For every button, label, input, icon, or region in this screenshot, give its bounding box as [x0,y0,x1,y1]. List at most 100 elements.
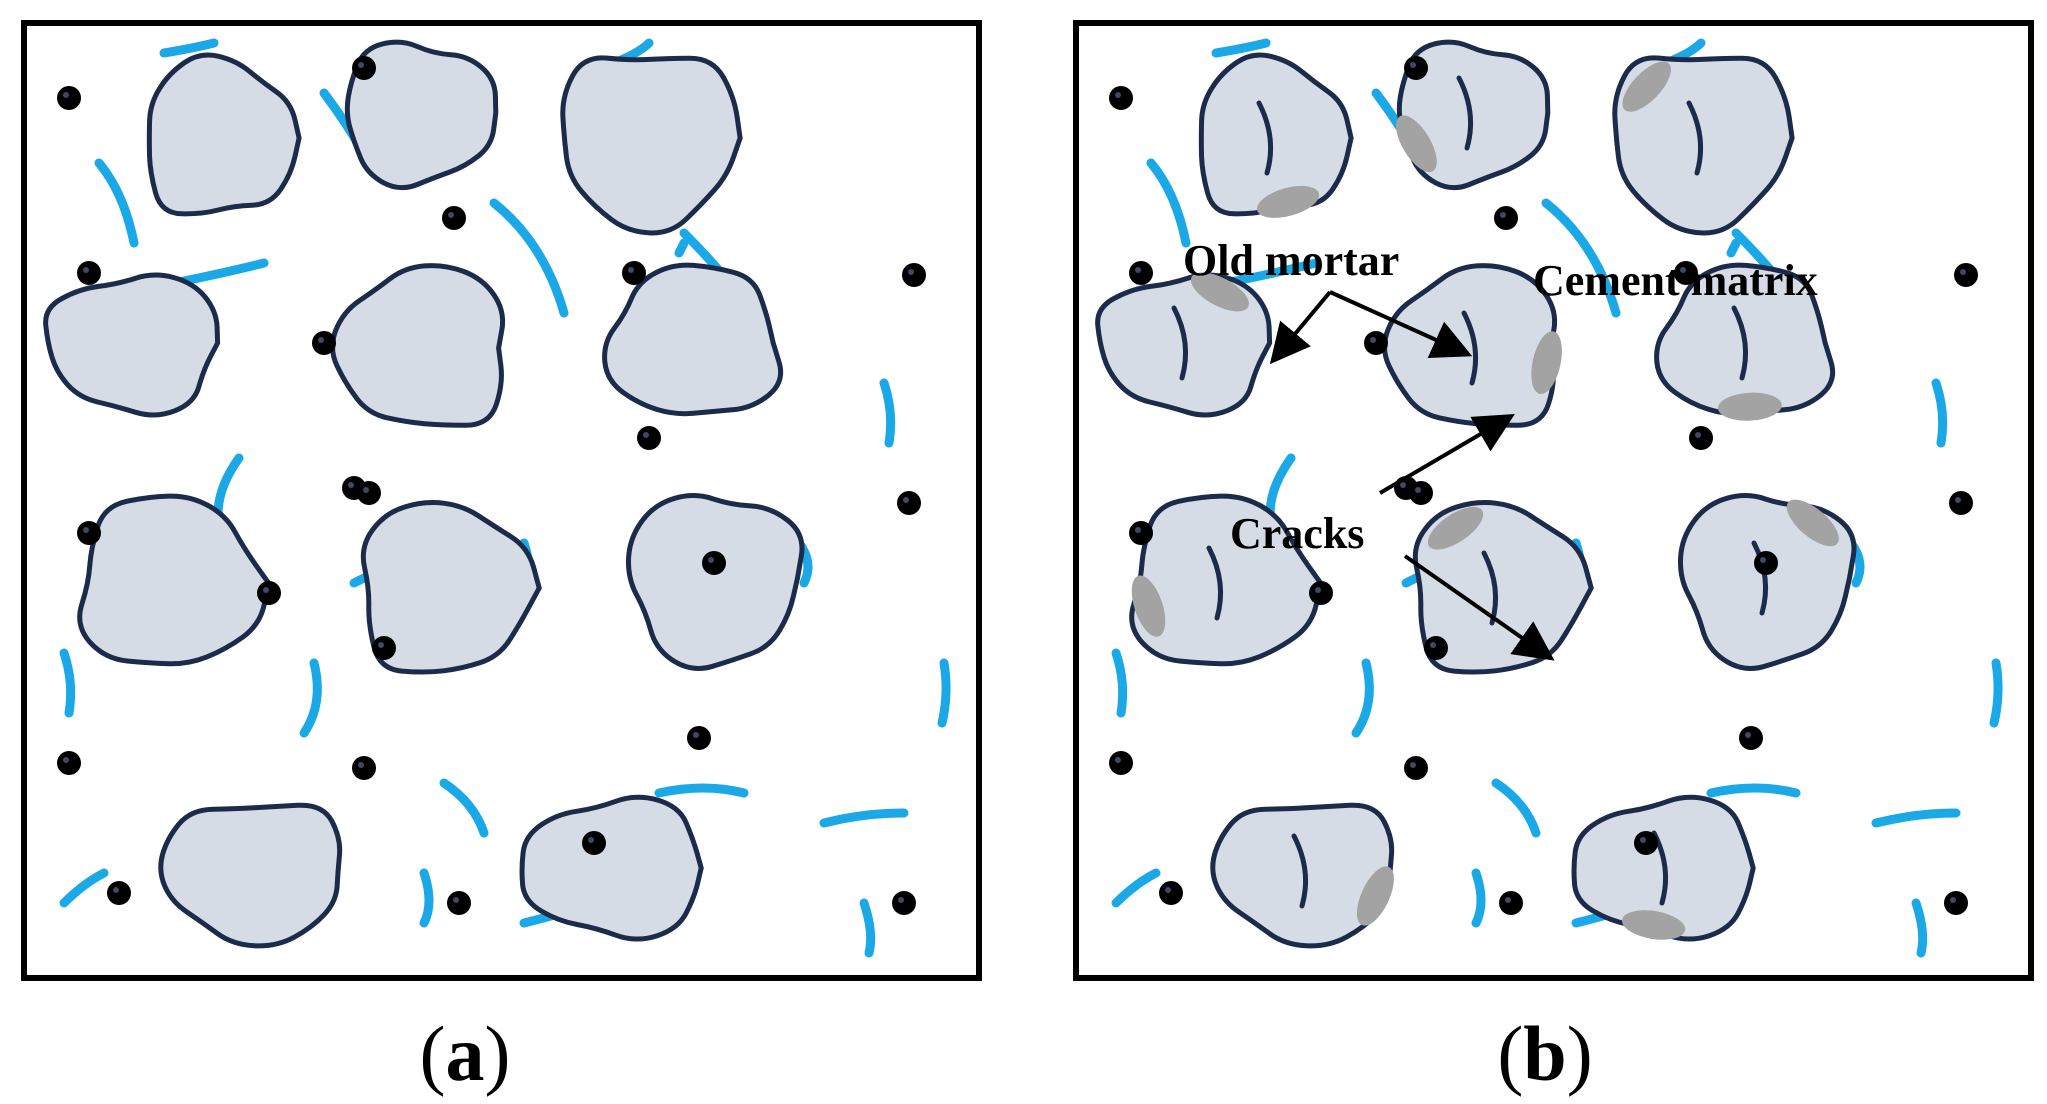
pore-highlight [378,642,384,648]
pore-highlight [898,897,904,903]
aggregate [330,263,506,428]
pore [1159,881,1183,905]
pore-highlight [1370,337,1376,343]
pore-highlight [643,432,649,438]
pore [1364,331,1388,355]
crack [1206,545,1224,621]
pore-highlight [1505,897,1511,903]
caption-a-open: ( [419,1010,446,1097]
fiber [1351,658,1374,738]
pore [1494,206,1518,230]
annotation-arrows [1269,290,1555,661]
fiber [654,783,749,798]
pore-highlight [363,487,369,493]
old-mortar-patch [1190,272,1249,312]
old-mortar-patch [1257,185,1320,218]
pore-highlight [903,497,909,503]
pore-highlight [1695,432,1701,438]
old-mortar-patch [1531,331,1562,394]
caption-a-close: ) [484,1010,511,1097]
pore-highlight [1315,587,1321,593]
aggregate [1612,55,1795,236]
pore-highlight [1430,642,1436,648]
pore-highlight [1400,482,1406,488]
pore [622,261,646,285]
panel-b: Old mortar Cement matrix Cracks [1073,20,2034,981]
fiber [1726,238,1741,258]
cracks-label: Cracks [1230,509,1364,558]
pore-highlight [348,482,354,488]
pore [687,726,711,750]
pore [1739,726,1763,750]
aggregate [77,493,272,667]
crack [1461,310,1479,386]
pore-highlight [693,732,699,738]
pore [77,261,101,285]
pore-highlight [63,92,69,98]
old-mortar-patch [1356,866,1394,926]
old-mortar-patch [1427,506,1484,550]
fiber [59,868,109,908]
fiber [1706,783,1801,798]
pore-highlight [628,267,634,273]
pore [352,756,376,780]
pore-highlight [1135,267,1141,273]
pore [1954,263,1978,287]
fiber [1111,868,1161,908]
pore [372,636,396,660]
old-mortar-patch [1786,499,1839,547]
fiber [1211,38,1271,58]
pore [1949,491,1973,515]
pore [1109,86,1133,110]
pore-highlight [318,337,324,343]
old-mortar-patch [1717,392,1782,421]
fiber [299,658,322,738]
pore-highlight [448,212,454,218]
fiber [1491,778,1541,838]
pore-highlight [453,897,459,903]
pore [1499,891,1523,915]
pore-highlight [1415,487,1421,493]
pore-highlight [83,527,89,533]
pore-highlight [358,762,364,768]
old-mortar-arrow-right [1329,290,1473,359]
crack [1731,305,1749,381]
cement-matrix-label: Cement matrix [1533,256,1818,305]
fiber [859,898,876,958]
pore [1309,581,1333,605]
cracks-arrow-lower [1403,554,1555,661]
pore [897,491,921,515]
crack [1456,75,1474,151]
pore [442,206,466,230]
pore-highlight [1745,732,1751,738]
pore [1674,261,1698,285]
caption-b-letter: b [1523,1010,1567,1097]
cracks-arrow-upper [1378,413,1515,495]
old-mortar-patch [1131,575,1166,637]
pore-highlight [63,757,69,763]
caption-a-letter: a [445,1010,485,1097]
pore [257,581,281,605]
aggregate [146,52,302,217]
fiber [1146,158,1191,248]
aggregate [602,262,784,417]
pore [1689,426,1713,450]
fiber [419,868,434,928]
pore [637,426,661,450]
caption-panel-b: (b) [1395,1015,1695,1093]
aggregate [344,39,499,191]
pore-highlight [1640,837,1646,843]
pore [77,521,101,545]
pore [357,481,381,505]
pore [107,881,131,905]
crack [1171,305,1189,381]
pore [1634,831,1658,855]
pore-highlight [1950,897,1956,903]
pore-highlight [83,267,89,273]
aggregate [1198,52,1354,217]
aggregate [560,55,743,236]
fiber [1111,648,1128,718]
pore [57,86,81,110]
pore [1944,891,1968,915]
